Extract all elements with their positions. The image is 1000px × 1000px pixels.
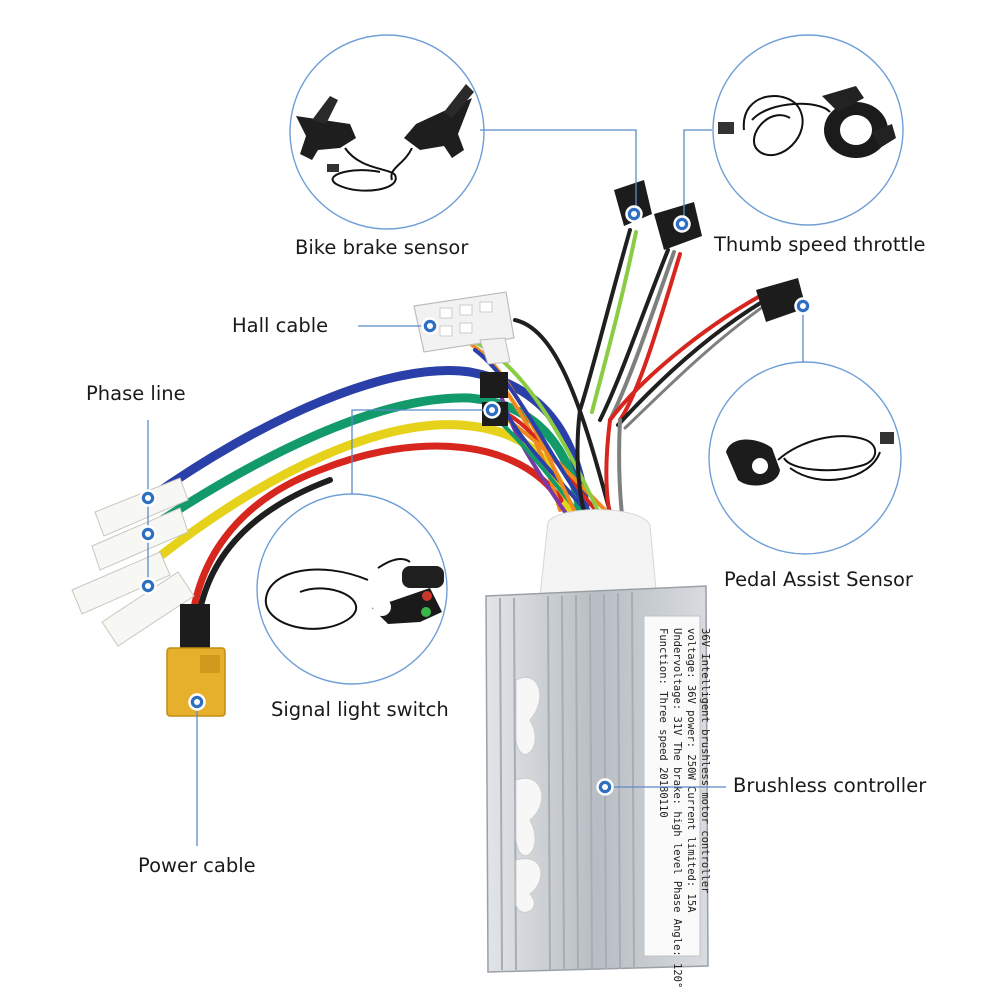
controller-label-line-2: voltage: 36V power: 250W Current limited…: [685, 628, 697, 913]
label-hall-cable: Hall cable: [232, 314, 329, 337]
thumb-throttle-image: [718, 86, 896, 158]
signal-switch-image: [264, 558, 444, 630]
controller-label-line-1: 36V Intelligent brushless motor controll…: [699, 628, 711, 894]
heat-shrink-bundle: [539, 509, 657, 597]
brushless-controller-box: 36V Intelligent brushless motor controll…: [485, 585, 711, 988]
yellow-phase-wire: [150, 420, 575, 565]
red-power-wire: [186, 442, 564, 654]
label-signal-light-switch: Signal light switch: [271, 698, 449, 721]
green-phase-wire: [145, 393, 585, 533]
controller-label-line-4: Function: Three speed 20180110: [657, 628, 669, 818]
signal-callout-circle: [256, 493, 448, 685]
pedal-sensor-image: [726, 432, 894, 486]
brake-callout-circle: [289, 34, 485, 230]
hall-connector: [413, 291, 515, 365]
signal-leader-line: [351, 409, 492, 494]
label-thumb-speed-throttle: Thumb speed throttle: [714, 233, 926, 256]
brake-lever-image: [296, 84, 474, 192]
controller-label-line-3: Undervoltage: 31V The brake: high level …: [671, 628, 683, 988]
label-pedal-assist-sensor: Pedal Assist Sensor: [724, 568, 913, 591]
label-power-cable: Power cable: [138, 854, 256, 877]
callout-circles: [256, 34, 904, 685]
label-phase-line: Phase line: [86, 382, 186, 405]
throttle-leader-line: [683, 129, 712, 222]
callout-lines: [147, 129, 804, 846]
label-brushless-controller: Brushless controller: [733, 774, 927, 797]
phase-connectors: [71, 477, 195, 647]
pedal-callout-circle: [708, 361, 902, 555]
brake-leader-line: [480, 129, 637, 212]
label-bike-brake-sensor: Bike brake sensor: [295, 236, 469, 259]
throttle-callout-circle: [712, 34, 904, 226]
blue-phase-wire: [145, 366, 590, 510]
xt60-power-connector: [166, 604, 226, 717]
